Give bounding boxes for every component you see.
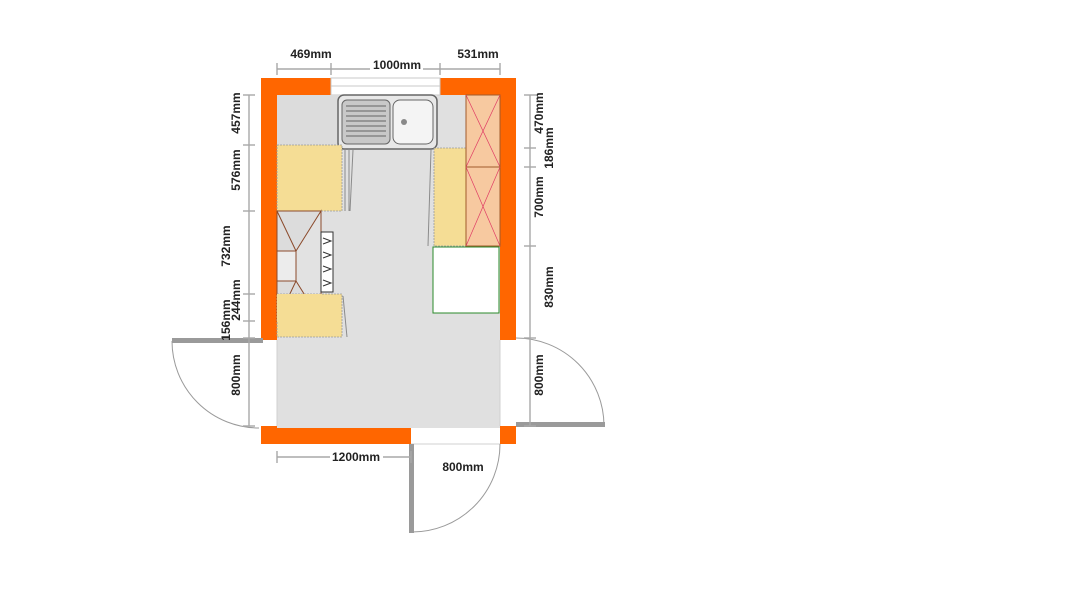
walls bbox=[261, 78, 516, 444]
tall-unit-lower[interactable] bbox=[465, 166, 501, 247]
opening-left bbox=[261, 340, 277, 426]
dim-left-2: 576mm bbox=[229, 149, 243, 190]
double-bowl-sink-icon[interactable] bbox=[337, 94, 438, 150]
wall-bottom-left bbox=[261, 428, 411, 444]
wall-bottom-right bbox=[500, 428, 516, 444]
door-right[interactable] bbox=[515, 337, 605, 427]
dim-top-left: 469mm bbox=[290, 47, 331, 61]
dim-left-door: 800mm bbox=[229, 354, 243, 395]
tall-unit-upper[interactable] bbox=[465, 94, 501, 168]
dim-left-1: 457mm bbox=[229, 92, 243, 133]
four-burner-hob-icon[interactable] bbox=[320, 231, 334, 293]
base-cabinet-right[interactable] bbox=[433, 147, 467, 247]
cabinet-door-lines bbox=[344, 148, 354, 212]
opening-bottom bbox=[411, 428, 500, 444]
dim-right-3: 700mm bbox=[532, 176, 546, 217]
window-top bbox=[330, 77, 441, 96]
wall-top-right bbox=[440, 78, 516, 95]
door-bottom[interactable] bbox=[409, 443, 501, 533]
dim-bottom-door: 800mm bbox=[442, 460, 483, 474]
wall-top-left bbox=[261, 78, 331, 95]
opening-right bbox=[500, 340, 516, 426]
dim-right-2: 186mm bbox=[542, 127, 556, 168]
dim-top-right: 531mm bbox=[457, 47, 498, 61]
wall-left-upper bbox=[261, 78, 277, 340]
base-cabinet-left-upper[interactable] bbox=[276, 144, 343, 212]
dimension-lines bbox=[243, 63, 536, 463]
dim-left-3: 732mm bbox=[219, 225, 233, 266]
dim-right-1: 470mm bbox=[532, 92, 546, 133]
dim-left-4: 244mm bbox=[229, 279, 243, 320]
dim-right-4: 830mm bbox=[542, 266, 556, 307]
dim-left-5: 156mm bbox=[219, 299, 233, 340]
dim-top-center: 1000mm bbox=[373, 58, 421, 72]
dim-right-door: 800mm bbox=[532, 354, 546, 395]
appliance-space[interactable] bbox=[432, 246, 500, 314]
wall-right-upper bbox=[500, 78, 516, 340]
dim-bottom-left: 1200mm bbox=[332, 450, 380, 464]
door-left[interactable] bbox=[171, 338, 263, 429]
